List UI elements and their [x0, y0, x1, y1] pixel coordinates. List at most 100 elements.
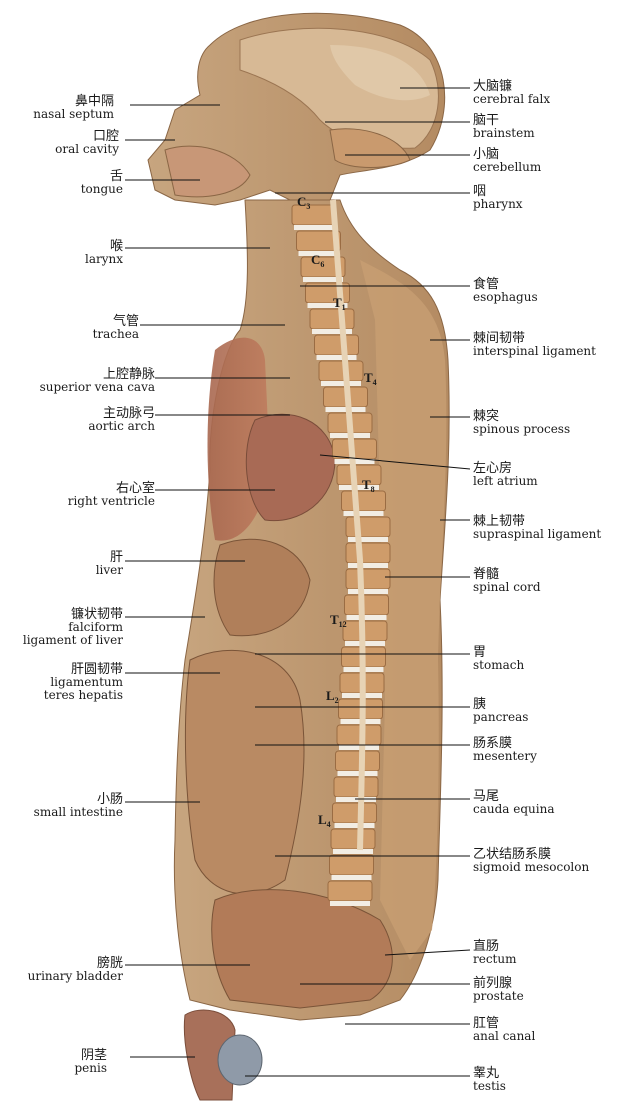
- label-zh: 食管: [473, 277, 500, 292]
- label-en: cauda equina: [473, 802, 555, 816]
- label-zh: 镰状韧带: [70, 607, 123, 622]
- label-en: trachea: [92, 327, 139, 341]
- label-pharynx: 咽 pharynx: [473, 185, 523, 211]
- label-en: superior vena cava: [39, 380, 155, 394]
- vertebral-body: [332, 802, 377, 824]
- vertebra-label-l2: L2: [326, 688, 339, 705]
- label-en: right ventricle: [67, 494, 155, 508]
- label-zh: 棘间韧带: [473, 331, 526, 346]
- label-en: falciform ligament of liver: [22, 620, 123, 647]
- label-zh: 上腔静脉: [102, 367, 155, 382]
- label-en: penis: [74, 1061, 107, 1075]
- label-anal-canal: 肛管 anal canal: [473, 1017, 535, 1043]
- label-zh: 口腔: [92, 129, 119, 144]
- label-mesentery: 肠系膜 mesentery: [473, 737, 537, 763]
- label-en: ligamentum teres hepatis: [43, 675, 123, 702]
- label-larynx: 喉 larynx: [85, 240, 123, 266]
- label-zh: 胃: [473, 645, 487, 660]
- vertebra-label-t8: T8: [362, 477, 375, 494]
- label-en: pancreas: [473, 710, 529, 724]
- label-cauda-equina: 马尾 cauda equina: [473, 790, 555, 816]
- label-en: small intestine: [33, 805, 123, 819]
- label-small-intestine: 小肠 small intestine: [34, 793, 123, 819]
- intervertebral-disc: [348, 589, 388, 594]
- label-zh: 前列腺: [473, 976, 513, 991]
- label-zh: 气管: [112, 314, 139, 329]
- intervertebral-disc: [334, 823, 375, 828]
- label-right-ventricle: 右心室 right ventricle: [68, 482, 155, 508]
- intervertebral-disc: [321, 381, 361, 386]
- vertebra-label-t12: T12: [330, 612, 347, 629]
- leader-line: [319, 454, 471, 470]
- intestine-area: [184, 649, 305, 895]
- label-zh: 咽: [473, 184, 487, 199]
- intervertebral-disc: [343, 511, 384, 516]
- label-en: interspinal ligament: [473, 344, 596, 358]
- label-cerebral-falx: 大脑镰 cerebral falx: [473, 80, 550, 106]
- vertebra-label-t4: T4: [364, 370, 377, 387]
- falx-area: [330, 45, 430, 101]
- label-zh: 左心房: [473, 461, 513, 476]
- vertebral-body: [336, 724, 382, 746]
- label-superior-vena-cava: 上腔静脉 superior vena cava: [40, 368, 155, 394]
- label-falciform-ligament: 镰状韧带 falciform ligament of liver: [13, 608, 123, 647]
- label-en: aortic arch: [88, 419, 155, 433]
- penis-area: [183, 1009, 236, 1101]
- label-zh: 胰: [473, 697, 487, 712]
- label-esophagus: 食管 esophagus: [473, 278, 538, 304]
- label-brainstem: 脑干 brainstem: [473, 114, 535, 140]
- vertebra-label-c3: C3: [297, 194, 311, 211]
- intervertebral-disc: [337, 771, 378, 776]
- label-en: cerebral falx: [473, 92, 551, 106]
- label-en: left atrium: [473, 474, 538, 488]
- label-testis: 睾丸 testis: [473, 1067, 506, 1093]
- label-spinal-cord: 脊髓 spinal cord: [473, 568, 541, 594]
- label-en: nasal septum: [33, 107, 114, 121]
- label-liver: 肝 liver: [96, 551, 123, 577]
- intervertebral-disc: [346, 615, 387, 620]
- label-en: tongue: [80, 182, 123, 196]
- label-zh: 肝圆韧带: [70, 662, 123, 677]
- heart-area: [245, 413, 336, 522]
- intervertebral-disc: [331, 875, 372, 880]
- label-en: mesentery: [473, 749, 537, 763]
- leader-line: [384, 949, 471, 956]
- label-zh: 乙状结肠系膜: [473, 847, 552, 862]
- label-pancreas: 胰 pancreas: [473, 698, 528, 724]
- label-zh: 阴茎: [80, 1048, 107, 1063]
- label-rectum: 直肠 rectum: [473, 940, 517, 966]
- vertebral-body: [309, 308, 355, 330]
- label-en: stomach: [473, 658, 525, 672]
- label-zh: 棘上韧带: [473, 514, 526, 529]
- label-zh: 脊髓: [473, 567, 500, 582]
- vertebral-body: [314, 334, 359, 356]
- label-en: liver: [95, 563, 123, 577]
- label-tongue: 舌 tongue: [81, 170, 123, 196]
- label-cerebellum: 小脑 cerebellum: [473, 148, 541, 174]
- label-aortic-arch: 主动脉弓 aortic arch: [88, 407, 155, 433]
- label-en: oral cavity: [55, 142, 119, 156]
- label-en: anal canal: [473, 1029, 536, 1043]
- intervertebral-disc: [333, 849, 373, 854]
- spinal-cord-line: [330, 199, 366, 851]
- label-stomach: 胃 stomach: [473, 646, 524, 672]
- intervertebral-disc: [307, 303, 348, 308]
- vertebral-body: [327, 880, 373, 902]
- label-zh: 棘突: [473, 409, 500, 424]
- cerebellum-area: [329, 128, 411, 168]
- tongue-area: [164, 145, 251, 198]
- vertebral-body: [330, 828, 376, 850]
- vertebral-body: [318, 360, 364, 382]
- label-ligamentum-teres: 肝圆韧带 ligamentum teres hepatis: [27, 663, 123, 702]
- vertebral-body: [335, 750, 380, 772]
- vertebral-body: [345, 516, 391, 538]
- liver-area: [213, 538, 311, 637]
- label-trachea: 气管 trachea: [93, 315, 139, 341]
- vertebra-label-t1: T1: [333, 295, 346, 312]
- intervertebral-disc: [339, 745, 379, 750]
- back-muscle: [360, 260, 447, 960]
- label-en: testis: [473, 1079, 506, 1093]
- vertebral-body: [344, 594, 389, 616]
- label-urinary-bladder: 膀胱 urinary bladder: [28, 957, 123, 983]
- label-en: pharynx: [473, 197, 523, 211]
